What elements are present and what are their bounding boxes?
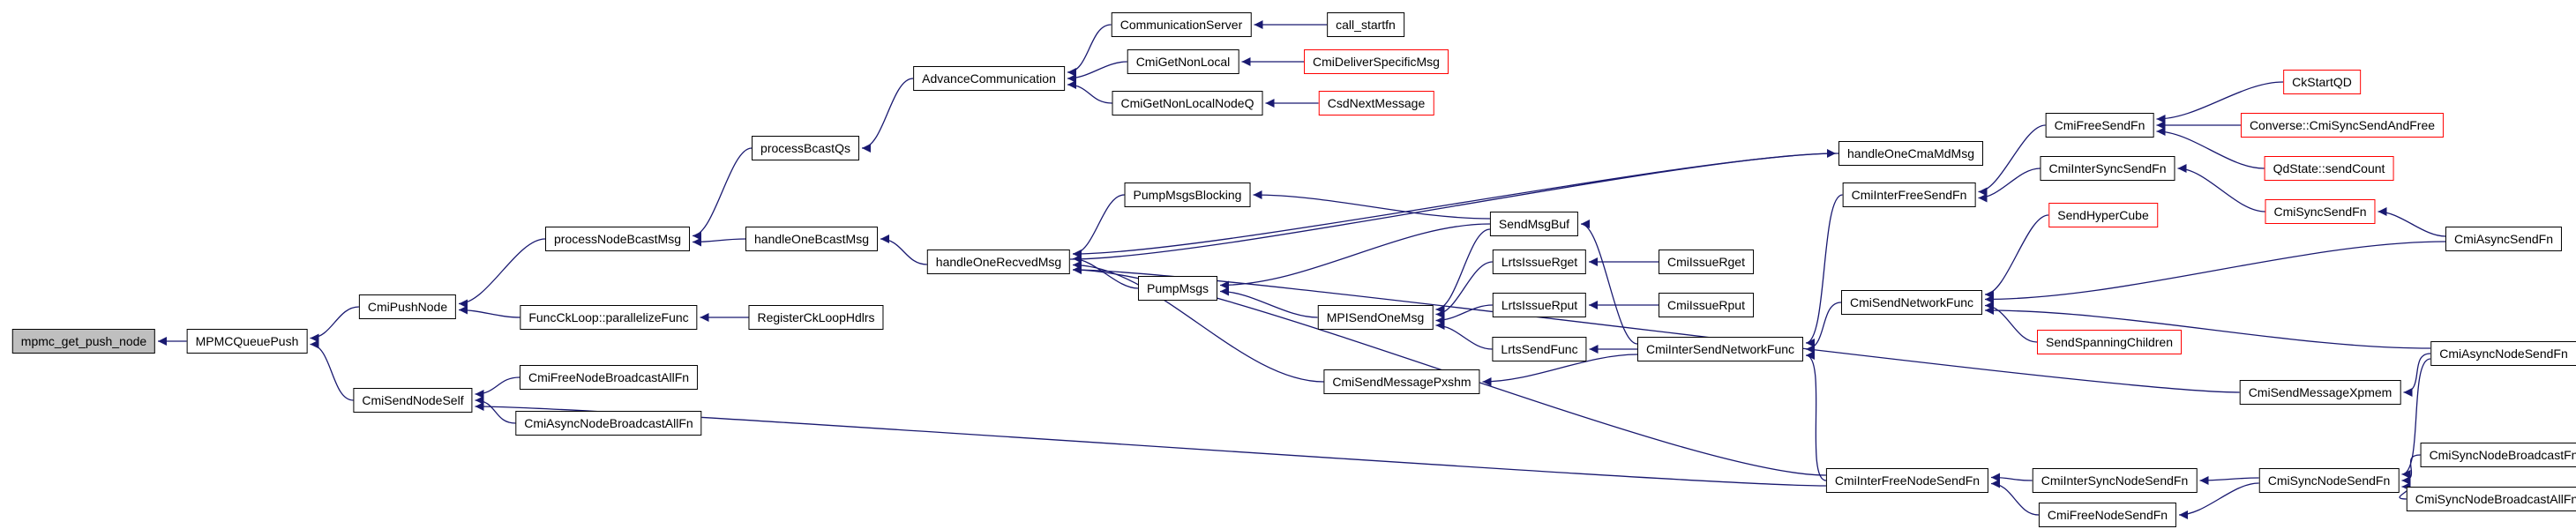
graph-node-CommunicationServer[interactable]: CommunicationServer <box>1111 12 1252 37</box>
edge-LrtsIssueRget--MPISendOneMsg <box>1435 261 1494 319</box>
edge-processBcastQs--processNodeBcastMsg <box>692 147 753 241</box>
graph-node-processBcastQs[interactable]: processBcastQs <box>752 136 859 160</box>
edge-CommunicationServer--AdvanceCommunication <box>1067 24 1112 77</box>
graph-node-handleOneRecvedMsg[interactable]: handleOneRecvedMsg <box>926 250 1071 274</box>
graph-node-CmiInterSyncNodeSendFn[interactable]: CmiInterSyncNodeSendFn <box>2032 468 2198 493</box>
edge-PumpMsgsBlocking--handleOneRecvedMsg <box>1072 194 1125 258</box>
graph-node-CmiSyncNodeBroadcastAllFn[interactable]: CmiSyncNodeBroadcastAllFn <box>2406 487 2576 511</box>
graph-node-CsdNextMessage[interactable]: CsdNextMessage <box>1318 91 1434 115</box>
graph-node-SendSpanningChildren[interactable]: SendSpanningChildren <box>2037 330 2182 354</box>
graph-node-PumpMsgs[interactable]: PumpMsgs <box>1137 276 1218 301</box>
edge-CmiAsyncNodeSendFn--CmiSyncNodeSendFn <box>2401 358 2431 479</box>
graph-node-SendHyperCube[interactable]: SendHyperCube <box>2048 203 2158 227</box>
edge-CmiInterSyncSendFn--CmiInterFreeSendFn <box>1978 168 2041 203</box>
edge-SendMsgBuf--PumpMsgsBlocking <box>1253 190 1491 220</box>
edge-handleOneRecvedMsg--handleOneCmaMdMsg <box>1069 149 1837 260</box>
graph-node-CmiAsyncNodeSendFn[interactable]: CmiAsyncNodeSendFn <box>2430 341 2576 366</box>
edge-CmiSyncNodeSendFn--CmiInterSyncNodeSendFn <box>2199 475 2259 485</box>
edge-CmiAsyncNodeSendFn--CmiSendMessageXpmem <box>2403 353 2431 397</box>
graph-node-handleOneCmaMdMsg[interactable]: handleOneCmaMdMsg <box>1838 141 1983 166</box>
graph-node-CmiInterFreeSendFn[interactable]: CmiInterFreeSendFn <box>1842 183 1976 207</box>
graph-node-CmiGetNonLocal[interactable]: CmiGetNonLocal <box>1127 49 1239 74</box>
edge-MPISendOneMsg--PumpMsgs <box>1219 287 1318 318</box>
edge-CmiAsyncSendFn--CmiSendNetworkFunc <box>1984 241 2446 304</box>
graph-node-MPMCQueuePush[interactable]: MPMCQueuePush <box>186 329 308 354</box>
edge-CmiInterFreeNodeSendFn--CmiInterSendNetworkFunc <box>1805 351 1827 481</box>
edge-CmiFreeNodeBroadcastAllFn--CmiSendNodeSelf <box>475 376 520 399</box>
graph-node-PumpMsgsBlocking[interactable]: PumpMsgsBlocking <box>1124 183 1251 207</box>
edge-CmiAsyncSendFn--CmiSyncSendFn <box>2378 207 2446 237</box>
graph-node-CmiFreeNodeSendFn[interactable]: CmiFreeNodeSendFn <box>2038 503 2177 527</box>
graph-node-FuncCkLoop_parallelizeFunc[interactable]: FuncCkLoop::parallelizeFunc <box>520 305 698 330</box>
edge-CmiInterSendNetworkFunc--SendMsgBuf <box>1580 220 1638 345</box>
edge-CmiSyncNodeBroadcastFn--CmiSyncNodeSendFn <box>2401 454 2421 485</box>
graph-node-CmiFreeSendFn[interactable]: CmiFreeSendFn <box>2045 113 2154 138</box>
edge-CmiFreeSendFn--CmiInterFreeSendFn <box>1978 124 2046 197</box>
graph-node-QdState_sendCount[interactable]: QdState::sendCount <box>2264 156 2394 181</box>
graph-node-CmiAsyncNodeBroadcastAllFn[interactable]: CmiAsyncNodeBroadcastAllFn <box>515 411 702 436</box>
edge-CmiSendNodeSelf--MPMCQueuePush <box>310 339 354 401</box>
edge-QdState_sendCount--CmiFreeSendFn <box>2156 127 2265 169</box>
edge-CmiSyncNodeSendFn--CmiFreeNodeSendFn <box>2178 482 2259 519</box>
graph-node-LrtsIssueRput[interactable]: LrtsIssueRput <box>1492 293 1587 317</box>
graph-node-RegisterCkLoopHdlrs[interactable]: RegisterCkLoopHdlrs <box>748 305 884 330</box>
edge-SendMsgBuf--MPISendOneMsg <box>1435 228 1491 314</box>
graph-node-CmiIssueRput[interactable]: CmiIssueRput <box>1659 293 1754 317</box>
edge-CmiFreeNodeSendFn--CmiInterFreeNodeSendFn <box>1990 479 2040 516</box>
edge-CmiGetNonLocalNodeQ--AdvanceCommunication <box>1067 80 1112 104</box>
graph-node-processNodeBcastMsg[interactable]: processNodeBcastMsg <box>545 227 690 251</box>
graph-node-CmiSyncNodeSendFn[interactable]: CmiSyncNodeSendFn <box>2258 468 2400 493</box>
graph-node-CmiSendNetworkFunc[interactable]: CmiSendNetworkFunc <box>1840 290 1983 315</box>
graph-node-SendMsgBuf[interactable]: SendMsgBuf <box>1489 212 1579 236</box>
graph-node-CmiSendMessagePxshm[interactable]: CmiSendMessagePxshm <box>1323 369 1480 394</box>
edge-CmiAsyncNodeSendFn--CmiSendNetworkFunc <box>1984 306 2431 349</box>
edge-CmiInterFreeSendFn--CmiInterSendNetworkFunc <box>1805 194 1843 347</box>
graph-node-CkStartQD[interactable]: CkStartQD <box>2283 70 2361 94</box>
graph-node-CmiInterFreeNodeSendFn[interactable]: CmiInterFreeNodeSendFn <box>1825 468 1989 493</box>
graph-node-CmiSendMessageXpmem[interactable]: CmiSendMessageXpmem <box>2239 380 2401 405</box>
edge-LrtsIssueRput--MPISendOneMsg <box>1435 304 1494 325</box>
graph-node-LrtsSendFunc[interactable]: LrtsSendFunc <box>1492 337 1587 361</box>
graph-node-handleOneBcastMsg[interactable]: handleOneBcastMsg <box>745 227 878 251</box>
graph-node-mpmc_get_push_node: mpmc_get_push_node <box>11 329 156 354</box>
graph-node-CmiInterSyncSendFn[interactable]: CmiInterSyncSendFn <box>2040 156 2175 181</box>
edge-CmiInterSendNetworkFunc--CmiSendMessagePxshm <box>1482 354 1638 386</box>
edge-PumpMsgs--handleOneRecvedMsg <box>1072 254 1139 289</box>
graph-node-CmiDeliverSpecificMsg[interactable]: CmiDeliverSpecificMsg <box>1304 49 1449 74</box>
edge-AdvanceCommunication--processBcastQs <box>861 78 914 153</box>
edge-handleOneBcastMsg--processNodeBcastMsg <box>692 237 746 247</box>
graph-node-CmiInterSendNetworkFunc[interactable]: CmiInterSendNetworkFunc <box>1636 337 1804 361</box>
graph-node-CmiPushNode[interactable]: CmiPushNode <box>358 294 457 319</box>
graph-node-AdvanceCommunication[interactable]: AdvanceCommunication <box>913 66 1065 91</box>
edge-CmiSyncSendFn--CmiInterSyncSendFn <box>2177 164 2265 212</box>
edge-LrtsSendFunc--MPISendOneMsg <box>1435 321 1493 350</box>
graph-node-CmiSyncSendFn[interactable]: CmiSyncSendFn <box>2265 199 2376 224</box>
edge-CmiPushNode--MPMCQueuePush <box>310 306 360 343</box>
graph-node-Converse_CmiSyncSendAndFree[interactable]: Converse::CmiSyncSendAndFree <box>2240 113 2445 138</box>
edge-FuncCkLoop_parallelizeFunc--CmiPushNode <box>458 305 520 318</box>
graph-node-CmiSyncNodeBroadcastFn[interactable]: CmiSyncNodeBroadcastFn <box>2420 443 2576 467</box>
edge-CmiSendNetworkFunc--CmiInterSendNetworkFunc <box>1805 302 1842 354</box>
graph-node-call_startfn[interactable]: call_startfn <box>1327 12 1404 37</box>
edge-handleOneRecvedMsg--handleOneBcastMsg <box>880 235 928 265</box>
edge-CmiGetNonLocal--AdvanceCommunication <box>1067 61 1127 83</box>
graph-node-MPISendOneMsg[interactable]: MPISendOneMsg <box>1317 305 1434 330</box>
edge-CmiInterSyncNodeSendFn--CmiInterFreeNodeSendFn <box>1990 473 2033 482</box>
graph-node-CmiIssueRget[interactable]: CmiIssueRget <box>1659 250 1754 274</box>
graph-node-CmiFreeNodeBroadcastAllFn[interactable]: CmiFreeNodeBroadcastAllFn <box>519 365 699 390</box>
graph-node-CmiAsyncSendFn[interactable]: CmiAsyncSendFn <box>2445 227 2563 251</box>
edge-processNodeBcastMsg--CmiPushNode <box>458 238 546 309</box>
edge-CkStartQD--CmiFreeSendFn <box>2156 81 2284 123</box>
edge-CmiAsyncNodeBroadcastAllFn--CmiSendNodeSelf <box>475 396 516 424</box>
graph-node-CmiGetNonLocalNodeQ[interactable]: CmiGetNonLocalNodeQ <box>1112 91 1263 115</box>
edge-SendHyperCube--CmiSendNetworkFunc <box>1984 214 2049 299</box>
graph-node-LrtsIssueRget[interactable]: LrtsIssueRget <box>1492 250 1587 274</box>
graph-node-CmiSendNodeSelf[interactable]: CmiSendNodeSelf <box>353 388 473 413</box>
edge-SendMsgBuf--PumpMsgs <box>1219 223 1491 290</box>
